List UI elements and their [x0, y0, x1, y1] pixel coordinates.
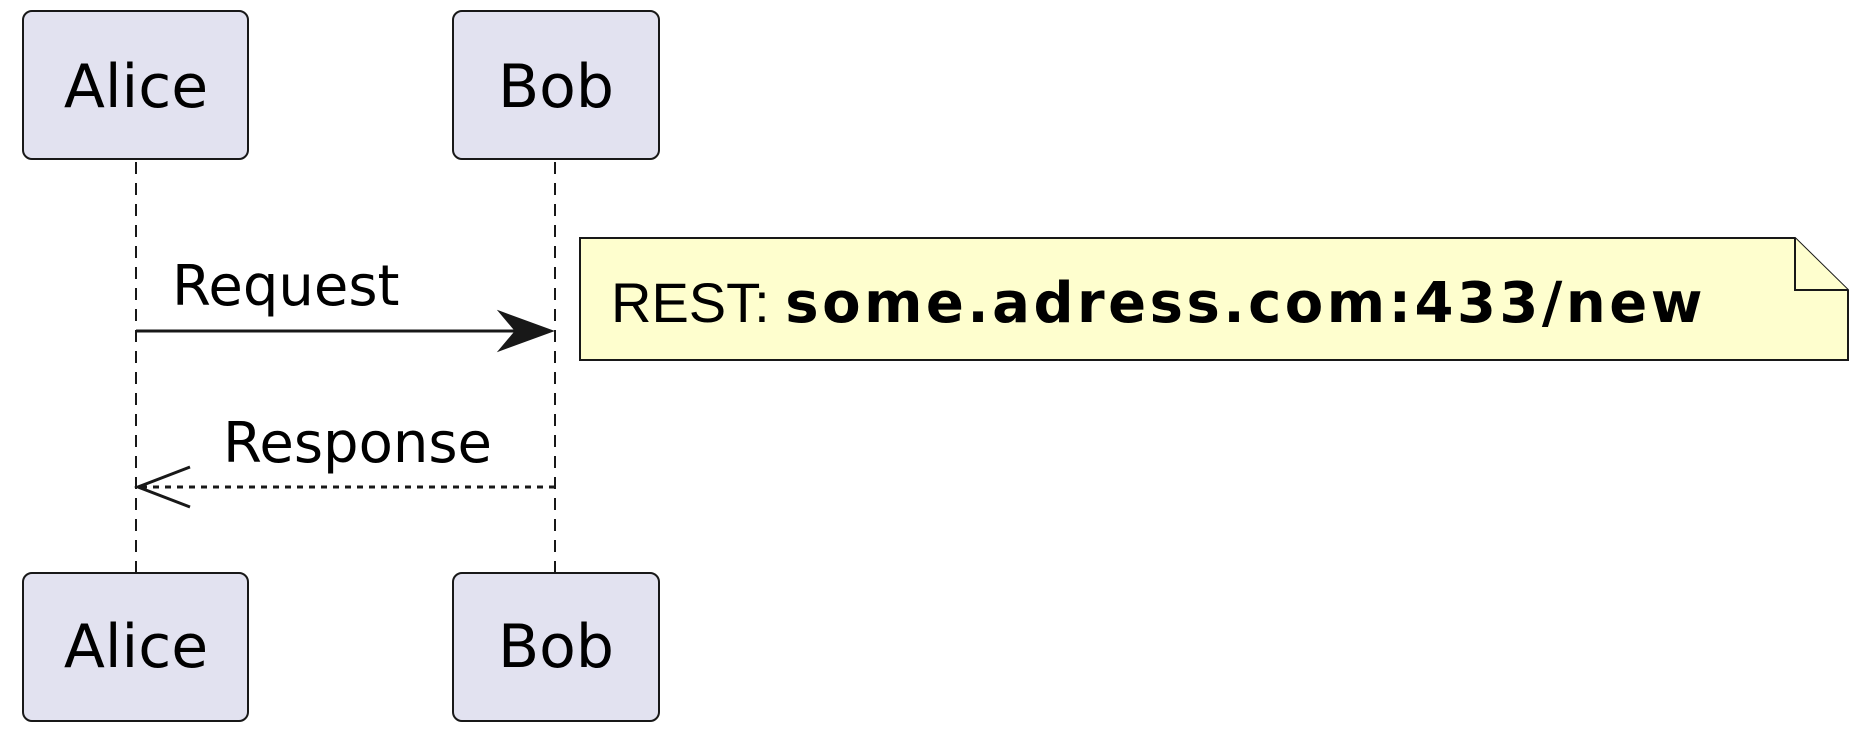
participant-bob-bottom[interactable]: Bob [452, 572, 660, 722]
note-prefix: REST: [611, 271, 785, 334]
participant-label: Alice [64, 612, 208, 682]
participant-label: Bob [498, 52, 614, 122]
participant-alice-bottom[interactable]: Alice [22, 572, 249, 722]
note-fold [1794, 238, 1848, 291]
filled-arrowhead-icon [496, 309, 555, 353]
participant-label: Alice [64, 52, 208, 122]
message-response[interactable]: Response [133, 411, 555, 509]
message-request[interactable]: Request [136, 254, 555, 353]
message-label: Request [172, 254, 399, 319]
open-arrowhead-icon [133, 465, 191, 509]
participant-bob-top[interactable]: Bob [452, 10, 660, 160]
note[interactable]: REST: some.adress.com:433/new [579, 237, 1849, 361]
participant-label: Bob [498, 612, 614, 682]
note-url: some.adress.com:433/new [785, 271, 1706, 336]
participant-alice-top[interactable]: Alice [22, 10, 249, 160]
message-label: Response [223, 411, 492, 476]
note-body [579, 237, 1849, 361]
note-text: REST: some.adress.com:433/new [611, 271, 1706, 336]
